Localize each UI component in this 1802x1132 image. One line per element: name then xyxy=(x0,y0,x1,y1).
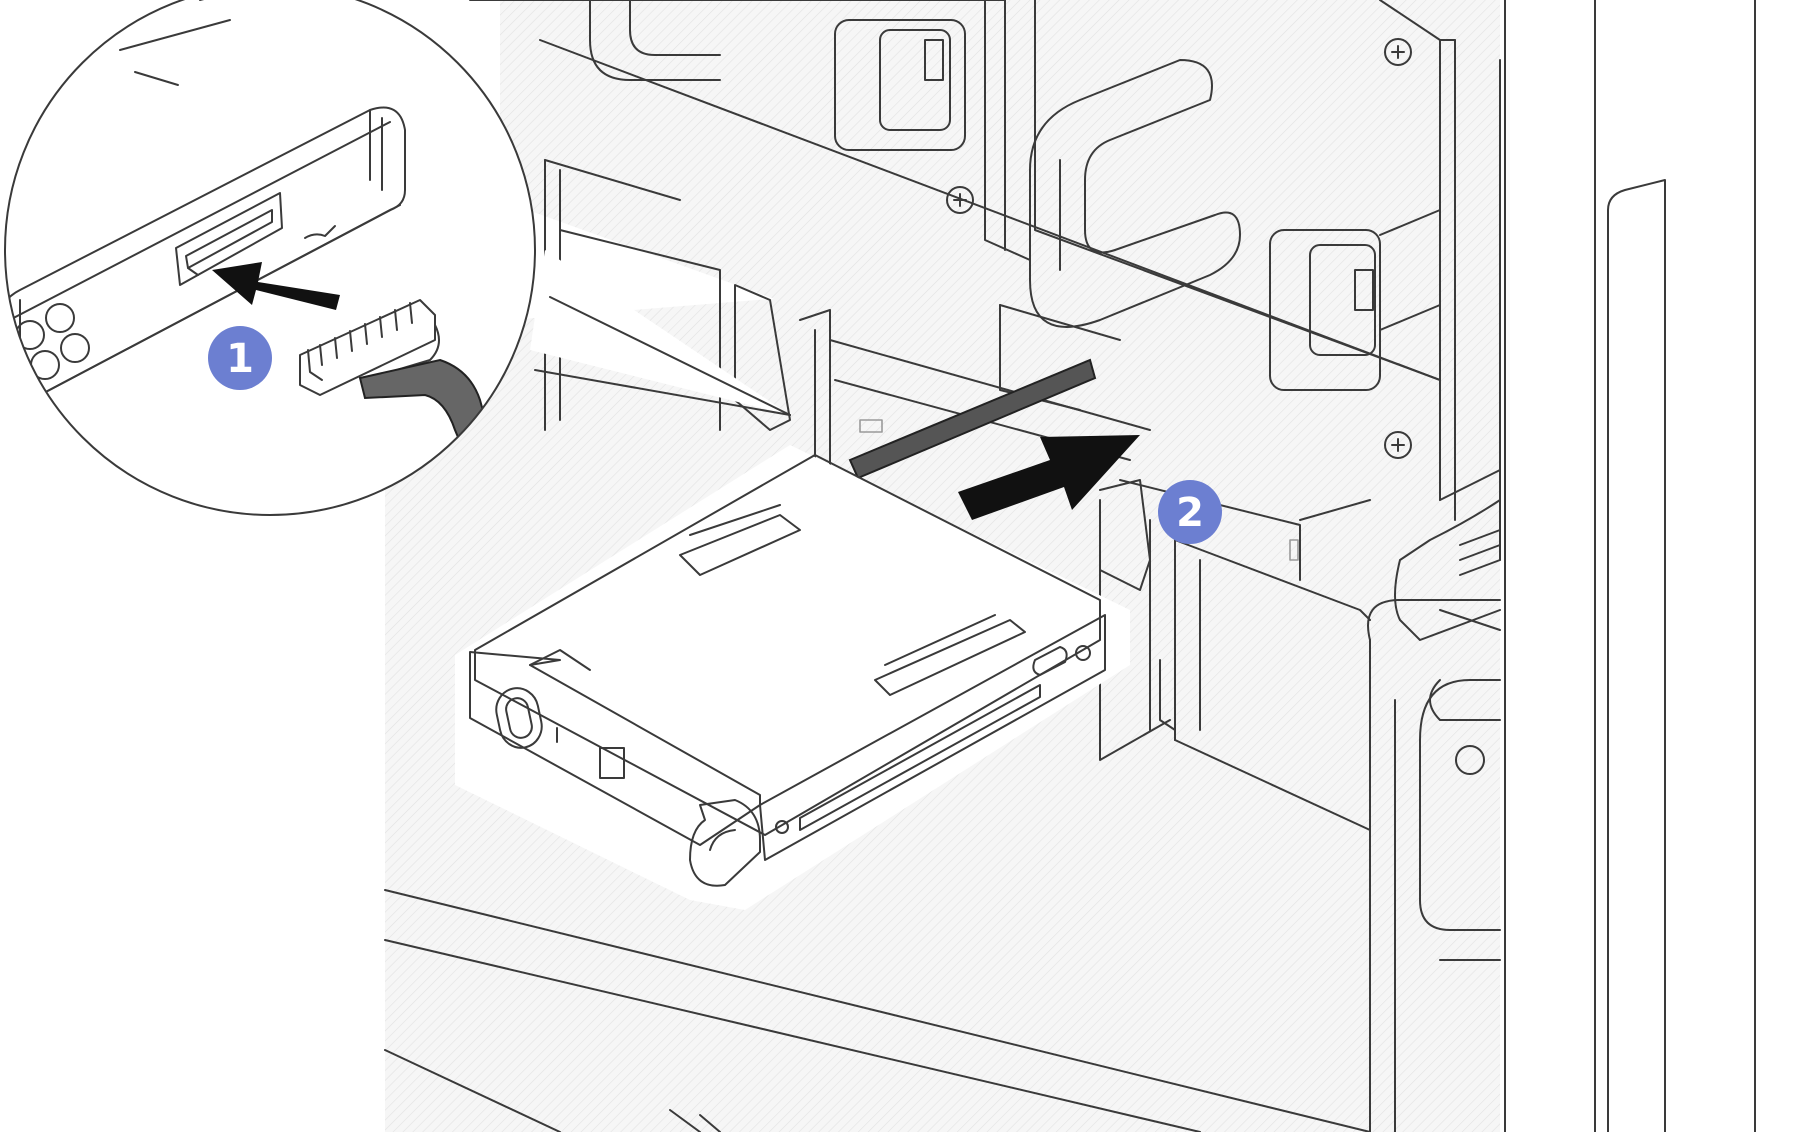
side-panel xyxy=(1439,0,1756,1132)
step-1-number: 1 xyxy=(226,336,254,382)
drive-bezel xyxy=(469,651,761,846)
upper-bay xyxy=(469,0,1456,521)
connector-icon xyxy=(299,299,440,396)
server-chassis xyxy=(384,0,1756,1132)
bottom-frame xyxy=(384,889,1371,1132)
screw-icon xyxy=(1384,431,1412,459)
screw-icon xyxy=(1384,38,1412,66)
connect-arrow-icon xyxy=(212,262,340,310)
step-2-number: 2 xyxy=(1176,490,1204,536)
screw-icon xyxy=(946,186,974,214)
signal-cable xyxy=(848,358,1097,480)
drive-top-surface xyxy=(474,454,1101,836)
drive-side-rail xyxy=(759,614,1106,861)
step-2-badge: 2 xyxy=(1158,480,1222,544)
lower-latch xyxy=(1367,499,1501,1132)
slide-in-arrow-icon xyxy=(958,435,1140,520)
step-1-badge: 1 xyxy=(208,326,272,390)
drive-assembly xyxy=(455,445,1130,910)
connector-socket xyxy=(175,192,283,286)
